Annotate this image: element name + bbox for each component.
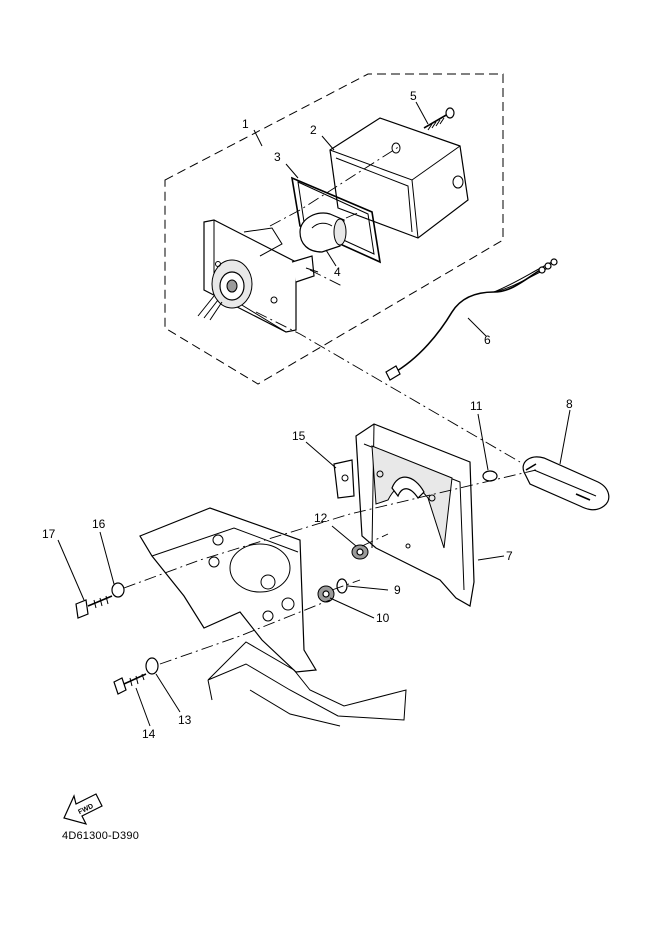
license-bracket	[355, 423, 475, 607]
drawing-code: 4D61300-D390	[62, 830, 140, 842]
tail-light-base	[197, 219, 319, 333]
callout-13: 13	[178, 713, 192, 727]
callout-8: 8	[566, 397, 573, 411]
washer-16	[111, 582, 125, 598]
callout-3: 3	[274, 150, 281, 164]
callout-7: 7	[506, 549, 513, 563]
bolt-14	[113, 673, 147, 695]
callout-4: 4	[334, 265, 341, 279]
callout-16: 16	[92, 517, 106, 531]
callout-5: 5	[410, 89, 417, 103]
clip	[333, 459, 355, 499]
callout-10: 10	[376, 611, 390, 625]
wire-harness	[385, 258, 558, 381]
nut-10	[317, 585, 335, 603]
grommet	[482, 470, 498, 482]
callout-17: 17	[42, 527, 56, 541]
callout-1: 1	[242, 117, 249, 131]
assembly-boundary	[164, 73, 504, 385]
callout-9: 9	[394, 583, 401, 597]
lens-screw	[423, 107, 455, 131]
bolt-17	[75, 595, 113, 619]
washer-13	[145, 657, 159, 675]
rear-frame	[139, 507, 407, 727]
leader-lines	[57, 101, 571, 727]
flange-nut-12	[351, 544, 369, 560]
license-light	[522, 456, 610, 511]
callout-11: 11	[470, 399, 483, 413]
callout-12: 12	[314, 511, 328, 525]
callout-15: 15	[292, 429, 306, 443]
callout-6: 6	[484, 333, 491, 347]
fwd-arrow-icon: FWD	[63, 793, 103, 825]
alignment-lines	[123, 145, 537, 665]
callout-14: 14	[142, 727, 156, 741]
lens-gasket	[290, 176, 382, 264]
callout-2: 2	[310, 123, 317, 137]
bulb	[299, 212, 347, 253]
